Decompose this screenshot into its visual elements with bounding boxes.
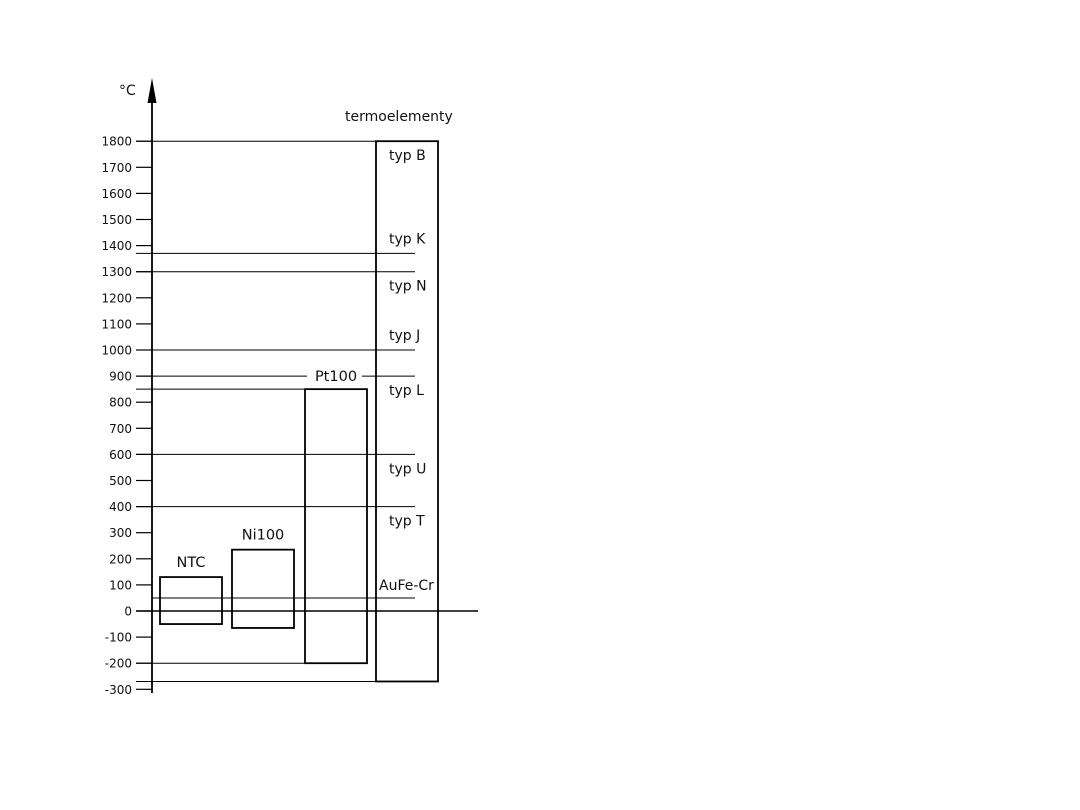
tick-label: 500 [109, 474, 132, 488]
thermocouple-type-label-n: typ N [389, 279, 427, 295]
tick-label: 1400 [101, 239, 132, 253]
sensor-label-ntc: NTC [177, 555, 206, 571]
thermocouple-type-label-t: typ T [389, 514, 425, 530]
tick-label: -200 [105, 657, 132, 671]
tick-label: 300 [109, 526, 132, 540]
tick-label: 400 [109, 500, 132, 514]
tick-label: 600 [109, 448, 132, 462]
tick-label: -100 [105, 631, 132, 645]
sensor-label-ni100: Ni100 [242, 528, 285, 544]
sensor-label-pt100: Pt100 [315, 369, 357, 385]
tick-label: 100 [109, 578, 132, 592]
tick-label: 1500 [101, 213, 132, 227]
axis-arrow-icon [147, 78, 157, 103]
tick-label: 1000 [101, 344, 132, 358]
sensor-range-box-ni100 [231, 548, 295, 629]
thermocouple-type-label-k: typ K [389, 231, 426, 247]
thermocouple-type-label-j: typ J [389, 328, 420, 344]
tick-label: 0 [124, 605, 132, 619]
tick-label: 1800 [101, 135, 132, 149]
tick-label: 1100 [101, 317, 132, 331]
thermocouple-range-box [375, 140, 439, 683]
tick-label: 1300 [101, 265, 132, 279]
sensor-boxes: NTC Ni100 Pt100 [159, 369, 368, 665]
sensor-range-box-ntc [159, 576, 223, 625]
tick-label: 200 [109, 552, 132, 566]
sensor-range-box-pt100 [304, 388, 368, 665]
tick-label: 1700 [101, 161, 132, 175]
thermocouple-type-label-b: typ B [389, 148, 426, 164]
axis-unit-label: °C [119, 83, 136, 99]
tick-label: 800 [109, 396, 132, 410]
tick-label: 1200 [101, 291, 132, 305]
axis-ticks: 1800170016001500140013001200110010009008… [101, 135, 152, 697]
thermocouple-type-label-l: typ L [389, 383, 424, 399]
reference-lines [136, 140, 438, 682]
tick-label: 700 [109, 422, 132, 436]
tick-label: -300 [105, 683, 132, 697]
thermocouple-group: termoelementy typ B typ K typ N typ J typ L t… [345, 109, 453, 683]
thermocouple-type-label-aufecr: AuFe-Cr [379, 578, 434, 594]
tick-label: 900 [109, 370, 132, 384]
thermocouple-type-label-u: typ U [389, 461, 426, 477]
thermocouple-title: termoelementy [345, 109, 453, 125]
tick-label: 1600 [101, 187, 132, 201]
